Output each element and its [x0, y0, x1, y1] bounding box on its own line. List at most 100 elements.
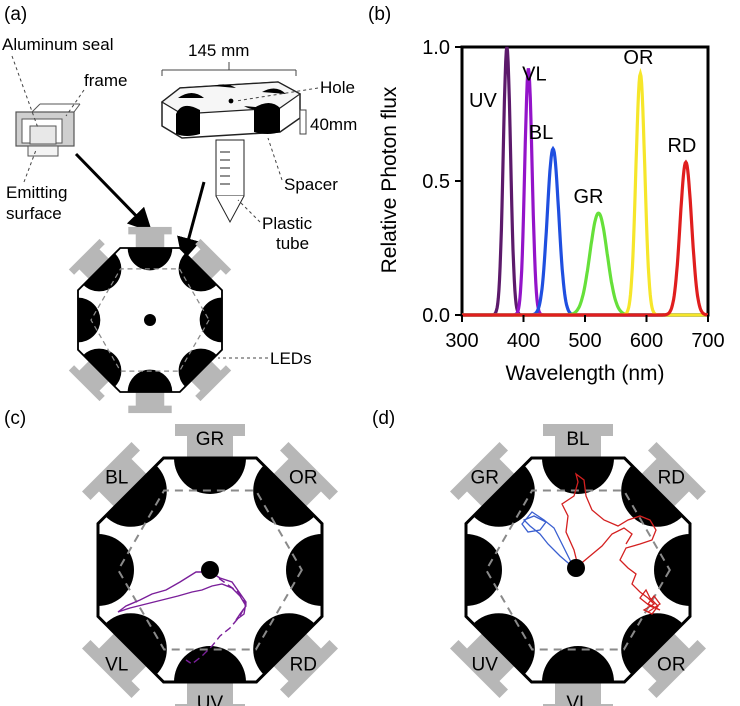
- arrow-arena-to-octagon: [177, 181, 206, 262]
- led-disc-left: [98, 534, 134, 606]
- hexagon-guide: [485, 489, 671, 651]
- leds-label: LEDs: [270, 349, 312, 368]
- dimension-height-label: 40mm: [310, 115, 357, 134]
- port-label-top: GR: [196, 429, 225, 450]
- aluminum-seal-label: Aluminum seal: [2, 35, 114, 54]
- port-label-lower_left: VL: [105, 654, 128, 675]
- port-lower_left: [450, 630, 518, 698]
- port-upper_right: [189, 238, 232, 281]
- led-disc-right: [654, 534, 690, 606]
- led-disc: [127, 248, 173, 271]
- led-disc: [542, 646, 614, 682]
- port-label-upper_right: OR: [289, 468, 318, 489]
- x-tick-label: 300: [445, 330, 478, 352]
- port-label-lower_right: OR: [657, 654, 686, 675]
- arena-c-center: [201, 561, 219, 579]
- panel-a-tag: (a): [4, 4, 27, 25]
- octagon-arena-small: [68, 226, 232, 414]
- led-disc-upper_left: [83, 253, 122, 292]
- led-disc-upper_right: [178, 253, 217, 292]
- port-upper_left: [450, 442, 518, 510]
- chart-y-ticks: 0.0 0.5 1.0: [422, 37, 462, 327]
- emitting-surface-label-1: Emitting: [6, 183, 67, 202]
- series-label-vl: VL: [522, 63, 546, 85]
- y-tick-label: 0.0: [422, 305, 450, 327]
- led-disc: [174, 458, 246, 494]
- led-disc: [174, 646, 246, 682]
- port-upper_right: [638, 442, 706, 510]
- port-label-bottom: UV: [197, 693, 224, 706]
- led-disc-right: [199, 297, 222, 343]
- led-disc-lower_right: [178, 348, 217, 387]
- plastic-tube-label-1: Plastic: [262, 214, 313, 233]
- port-lower_left: [68, 359, 111, 402]
- chart-y-axis-label: Relative Photon flux: [378, 86, 401, 273]
- port-upper_left: [68, 238, 111, 281]
- hexagon-guide: [90, 268, 210, 372]
- arena-d-center: [567, 559, 585, 577]
- panel-b: (b) 300 400 500 600 700 0.0 0.5 1.0 UV VL BL GR OR…: [368, 4, 725, 385]
- led-disc-right: [286, 534, 322, 606]
- hexagon-guide: [117, 489, 303, 651]
- port-lower_left: [82, 630, 150, 698]
- port-upper_left: [82, 442, 150, 510]
- led-disc-left: [466, 534, 502, 606]
- led-disc-lower_right: [253, 613, 315, 675]
- led-disc-lower_right: [621, 613, 683, 675]
- port-bottom: [128, 389, 172, 414]
- octagon-arena-d: BL RD OR VL UV GR: [450, 424, 706, 706]
- emitting-surface-label-2: surface: [6, 204, 62, 223]
- port-lower_right: [638, 630, 706, 698]
- panel-d-tag: (d): [372, 408, 395, 429]
- port-lower_right: [189, 359, 232, 402]
- led-disc-lower_left: [105, 613, 167, 675]
- trajectory-d-red: [561, 472, 661, 615]
- port-lower_right: [270, 630, 338, 698]
- arena-3d: [160, 62, 307, 224]
- trajectory-d-blue: [521, 511, 575, 569]
- led-module: [15, 103, 81, 157]
- port-label-lower_left: UV: [471, 654, 498, 675]
- chart-x-axis-label: Wavelength (nm): [505, 362, 664, 385]
- hole-label: Hole: [320, 78, 355, 97]
- port-label-top: BL: [566, 429, 589, 450]
- y-tick-label: 0.5: [422, 171, 450, 193]
- led-disc-left: [78, 297, 101, 343]
- series-label-gr: GR: [574, 186, 604, 208]
- x-tick-label: 700: [691, 330, 724, 352]
- led-disc-lower_left: [473, 613, 535, 675]
- trajectory-c-dashed: [185, 571, 247, 665]
- series-label-bl: BL: [529, 122, 553, 144]
- led-disc-upper_left: [105, 465, 167, 527]
- panel-c-tag: (c): [4, 408, 26, 429]
- panel-b-tag: (b): [368, 4, 391, 25]
- panel-a: (a) Aluminum seal frame Emitting surface: [2, 4, 357, 414]
- trajectory-c-solid: [117, 571, 247, 621]
- plastic-tube-label-2: tube: [276, 234, 309, 253]
- y-tick-label: 1.0: [422, 37, 450, 59]
- spacer-label: Spacer: [284, 175, 338, 194]
- port-label-lower_right: RD: [290, 654, 317, 675]
- dimension-width-label: 145 mm: [188, 41, 249, 60]
- arrow-led-to-arena: [74, 152, 153, 233]
- panel-d: (d) BL RD OR VL UV GR: [372, 408, 706, 706]
- series-label-or: OR: [623, 47, 653, 69]
- x-tick-label: 600: [630, 330, 663, 352]
- port-label-upper_left: GR: [470, 468, 499, 489]
- frame-label: frame: [84, 71, 127, 90]
- led-disc: [127, 369, 173, 392]
- series-label-uv: UV: [469, 90, 497, 112]
- led-disc-lower_left: [83, 348, 122, 387]
- series-line-uv: [462, 46, 708, 317]
- port-label-bottom: VL: [566, 693, 589, 706]
- x-tick-label: 400: [507, 330, 540, 352]
- port-label-upper_right: RD: [658, 468, 685, 489]
- chart-x-ticks: 300 400 500 600 700: [445, 315, 725, 352]
- port-top: [128, 226, 172, 251]
- port-upper_right: [270, 442, 338, 510]
- arena-a-center: [144, 314, 156, 326]
- x-tick-label: 500: [568, 330, 601, 352]
